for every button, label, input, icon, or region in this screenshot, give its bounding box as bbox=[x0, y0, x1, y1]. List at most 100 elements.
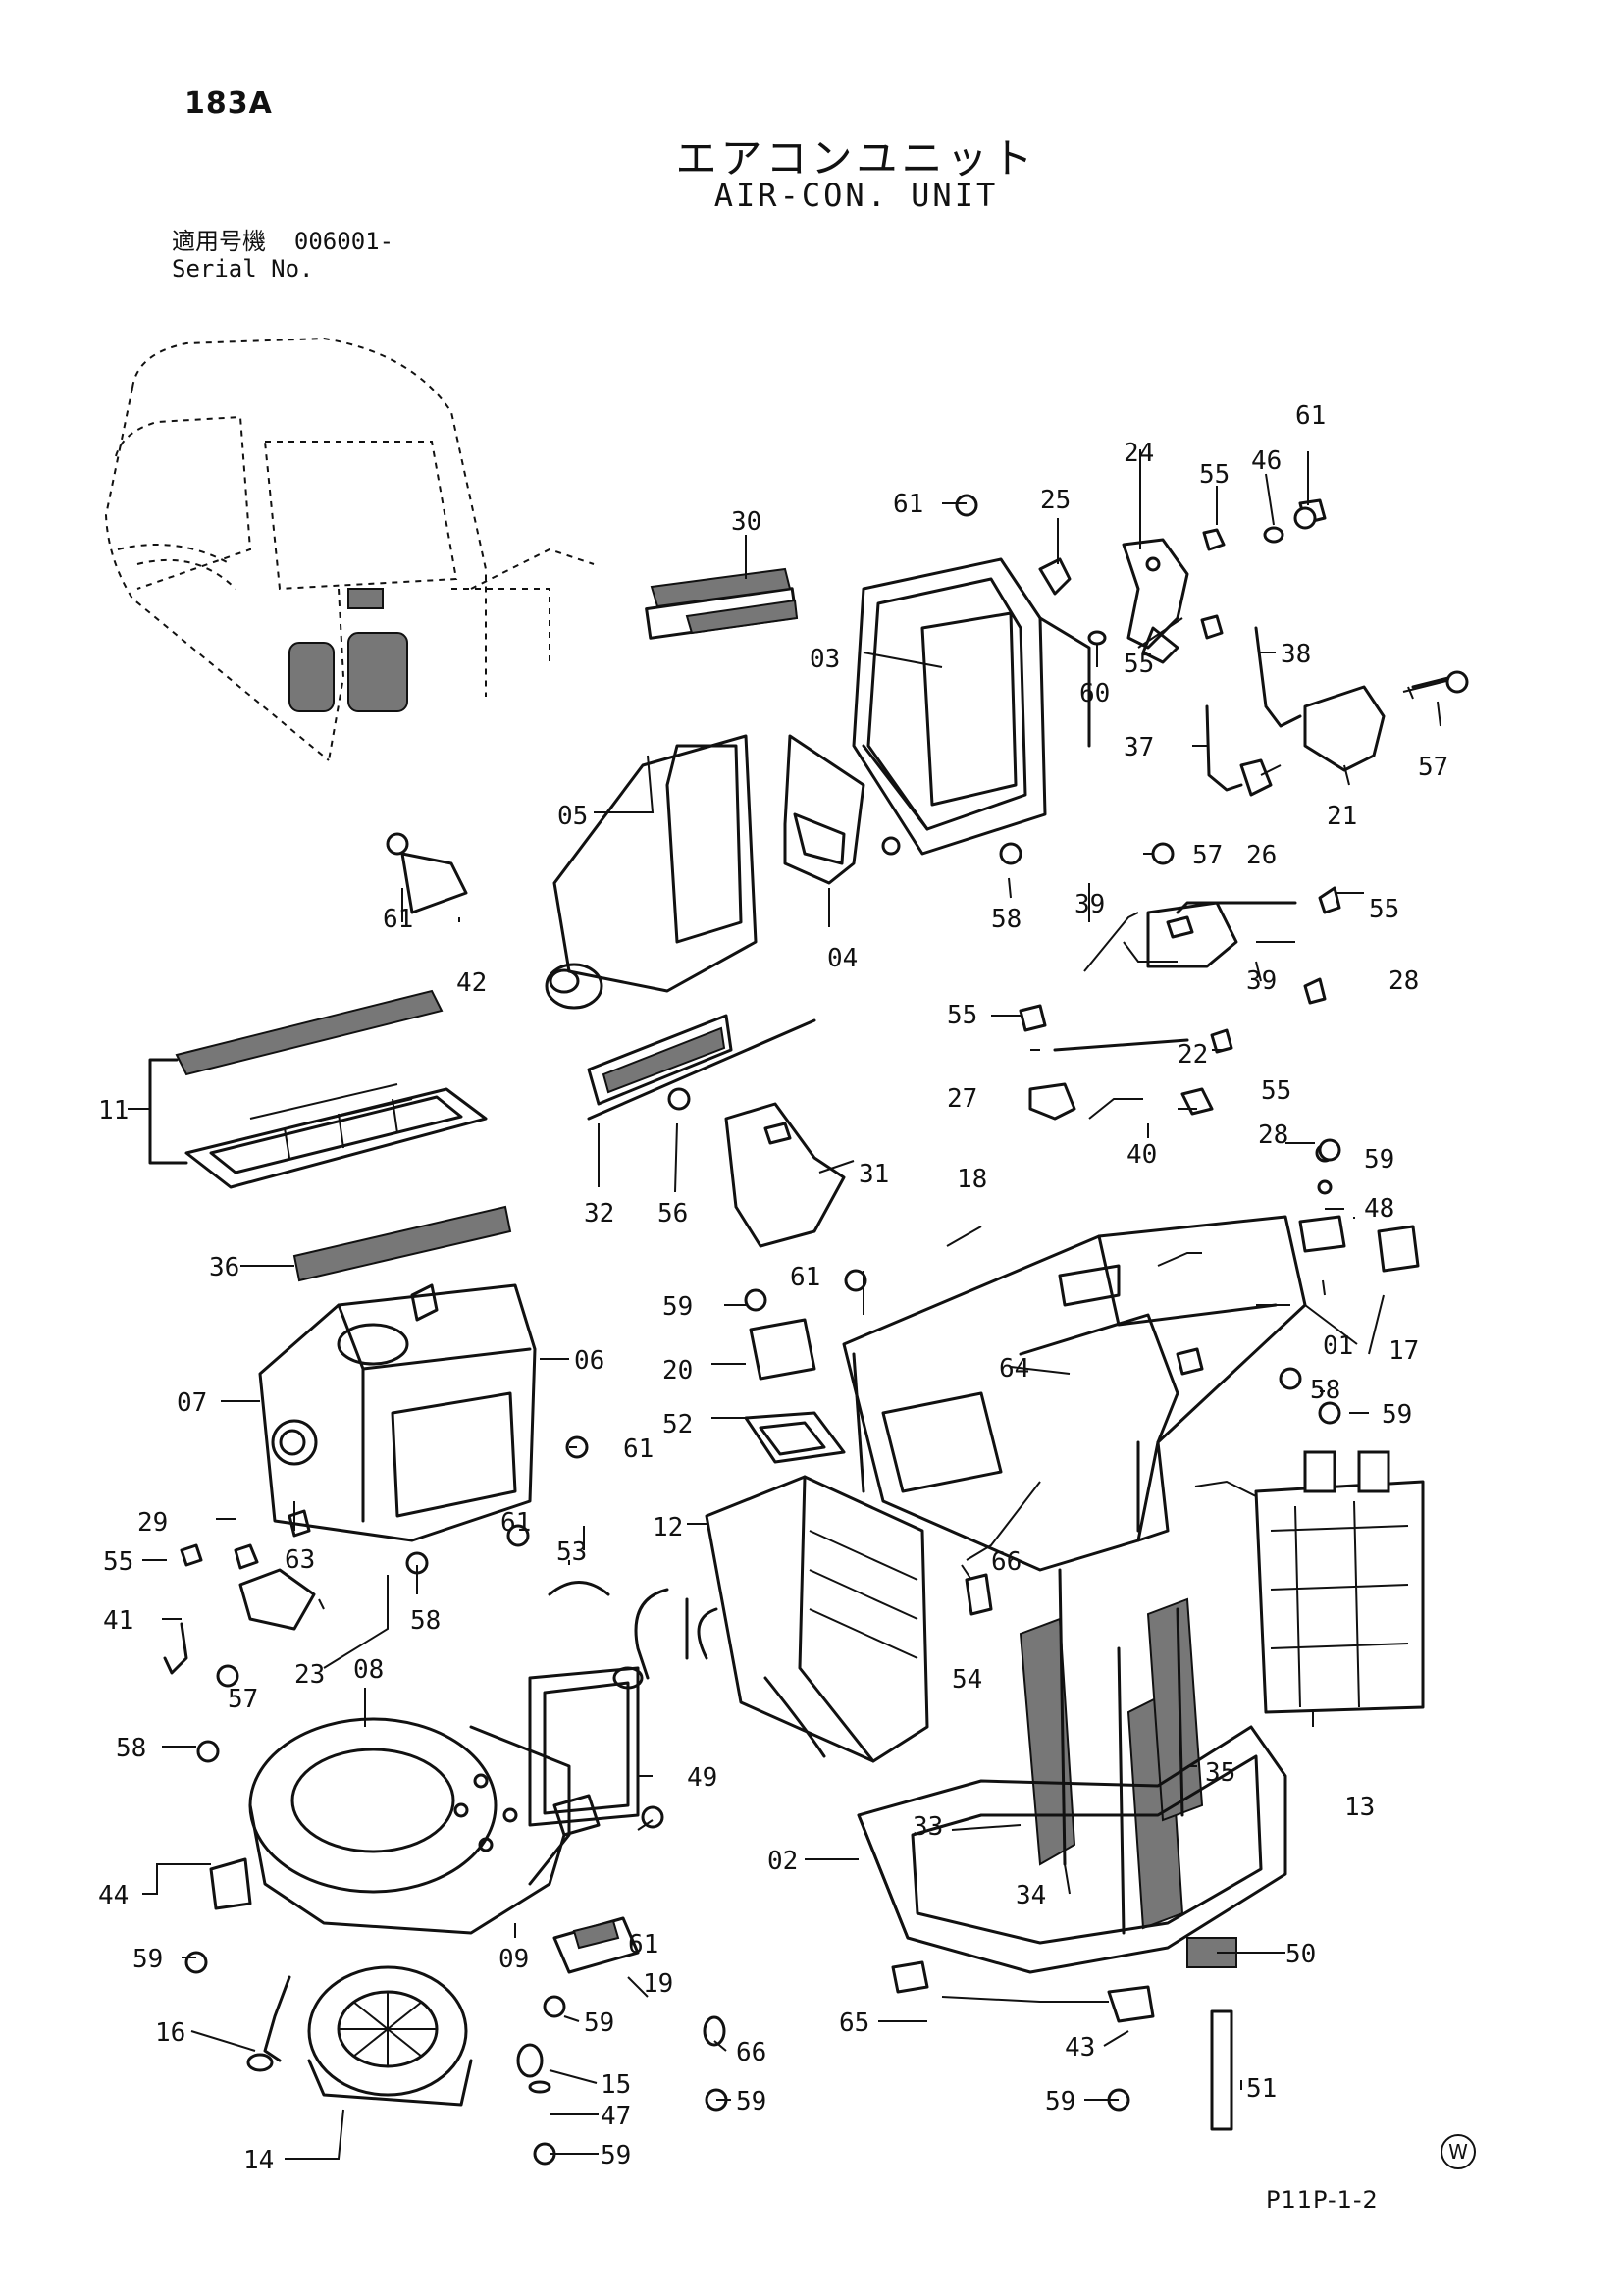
callout-55: 55 bbox=[1369, 895, 1399, 924]
callout-40: 40 bbox=[1126, 1140, 1157, 1170]
main-case bbox=[842, 1215, 1307, 1572]
callout-15: 15 bbox=[601, 2070, 631, 2100]
revision-mark: W bbox=[1441, 2134, 1476, 2169]
callout-59: 59 bbox=[584, 2009, 614, 2038]
callout-50: 50 bbox=[1285, 1940, 1316, 1969]
callout-34: 34 bbox=[1016, 1881, 1046, 1910]
callout-09: 09 bbox=[498, 1945, 529, 1974]
callout-33: 33 bbox=[913, 1812, 943, 1842]
intake-housing bbox=[234, 1283, 537, 1570]
callout-57: 57 bbox=[1192, 841, 1223, 870]
title-english: AIR-CON. UNIT bbox=[713, 177, 999, 214]
callout-24: 24 bbox=[1124, 439, 1154, 468]
callout-17: 17 bbox=[1388, 1336, 1419, 1366]
callout-63: 63 bbox=[285, 1545, 315, 1575]
callout-35: 35 bbox=[1205, 1758, 1235, 1788]
callout-55: 55 bbox=[1261, 1076, 1291, 1106]
callout-03: 03 bbox=[810, 645, 840, 674]
callout-13: 13 bbox=[1344, 1793, 1375, 1822]
callout-11: 11 bbox=[98, 1096, 129, 1125]
blower-assembly bbox=[246, 1717, 601, 2107]
callout-47: 47 bbox=[601, 2102, 631, 2131]
callout-61: 61 bbox=[628, 1930, 658, 1959]
callout-30: 30 bbox=[731, 507, 761, 537]
callout-59: 59 bbox=[662, 1292, 693, 1322]
title-japanese: エアコンユニット bbox=[675, 134, 1037, 183]
callout-20: 20 bbox=[662, 1356, 693, 1385]
callout-51: 51 bbox=[1246, 2074, 1277, 2104]
callout-61: 61 bbox=[623, 1435, 654, 1464]
leader-lines bbox=[128, 449, 1441, 2160]
callout-28: 28 bbox=[1388, 966, 1419, 996]
callout-37: 37 bbox=[1124, 733, 1154, 762]
screws bbox=[184, 494, 1469, 2166]
callout-38: 38 bbox=[1281, 640, 1311, 669]
callout-61: 61 bbox=[893, 490, 923, 519]
callout-06: 06 bbox=[574, 1346, 604, 1376]
callout-25: 25 bbox=[1040, 486, 1071, 515]
callout-32: 32 bbox=[584, 1199, 614, 1228]
callout-58: 58 bbox=[991, 905, 1022, 934]
callout-01: 01 bbox=[1323, 1331, 1353, 1361]
callout-39: 39 bbox=[1074, 890, 1105, 919]
callout-31: 31 bbox=[859, 1160, 889, 1189]
callout-18: 18 bbox=[957, 1165, 987, 1194]
callout-60: 60 bbox=[1079, 679, 1110, 708]
callout-61: 61 bbox=[500, 1508, 531, 1538]
linkage-parts bbox=[1019, 498, 1463, 1273]
callout-39: 39 bbox=[1246, 966, 1277, 996]
callout-43: 43 bbox=[1065, 2033, 1095, 2062]
callout-65: 65 bbox=[839, 2009, 869, 2038]
callout-58: 58 bbox=[1310, 1376, 1340, 1405]
callout-55: 55 bbox=[947, 1001, 977, 1030]
callout-14: 14 bbox=[243, 2146, 274, 2175]
callout-22: 22 bbox=[1178, 1040, 1208, 1070]
drawing-code: P11P-1-2 bbox=[1266, 2186, 1379, 2214]
callout-59: 59 bbox=[132, 1945, 163, 1974]
callout-61: 61 bbox=[383, 905, 413, 934]
callout-66: 66 bbox=[736, 2038, 766, 2067]
callout-54: 54 bbox=[952, 1665, 982, 1695]
callout-46: 46 bbox=[1251, 446, 1282, 476]
callout-59: 59 bbox=[1364, 1145, 1394, 1174]
callout-59: 59 bbox=[1382, 1400, 1412, 1430]
callout-57: 57 bbox=[228, 1685, 258, 1714]
callout-23: 23 bbox=[294, 1660, 325, 1690]
callout-26: 26 bbox=[1246, 841, 1277, 870]
callout-66: 66 bbox=[991, 1547, 1022, 1577]
resistor-parts bbox=[528, 1318, 846, 1974]
callout-59: 59 bbox=[1045, 2087, 1075, 2116]
callout-55: 55 bbox=[103, 1547, 133, 1577]
filter-parts bbox=[148, 989, 512, 1282]
callout-08: 08 bbox=[353, 1655, 384, 1685]
callout-64: 64 bbox=[999, 1354, 1029, 1383]
callout-29: 29 bbox=[137, 1508, 168, 1538]
callout-55: 55 bbox=[1124, 650, 1154, 679]
callout-16: 16 bbox=[155, 2018, 185, 2048]
callout-59: 59 bbox=[601, 2141, 631, 2170]
heater-core bbox=[1254, 1450, 1425, 1714]
callout-53: 53 bbox=[556, 1538, 587, 1567]
callout-36: 36 bbox=[209, 1253, 239, 1282]
serial-block: 適用号機 006001- Serial No. bbox=[172, 228, 393, 283]
callout-07: 07 bbox=[177, 1388, 207, 1418]
callout-27: 27 bbox=[947, 1084, 977, 1114]
callout-44: 44 bbox=[98, 1881, 129, 1910]
callout-12: 12 bbox=[653, 1513, 683, 1542]
callout-49: 49 bbox=[687, 1763, 717, 1793]
evaporator bbox=[548, 1475, 993, 1763]
callout-42: 42 bbox=[456, 968, 487, 998]
heater-core-frame bbox=[587, 1014, 846, 1248]
serial-label-en: Serial No. bbox=[172, 255, 314, 283]
callout-19: 19 bbox=[643, 1969, 673, 1999]
lower-case bbox=[857, 1725, 1287, 1974]
upper-duct-assembly bbox=[545, 557, 1091, 1010]
callout-28: 28 bbox=[1258, 1121, 1288, 1150]
callout-59: 59 bbox=[736, 2087, 766, 2116]
page-number: 183A bbox=[184, 86, 273, 121]
callout-labels: 30 61 25 24 55 46 61 03 60 55 38 37 57 2… bbox=[98, 401, 1448, 2175]
serial-value: 006001- bbox=[293, 228, 394, 255]
callout-04: 04 bbox=[827, 944, 858, 973]
serial-label-jp: 適用号機 bbox=[172, 228, 266, 255]
door-flaps bbox=[1019, 1568, 1204, 1935]
